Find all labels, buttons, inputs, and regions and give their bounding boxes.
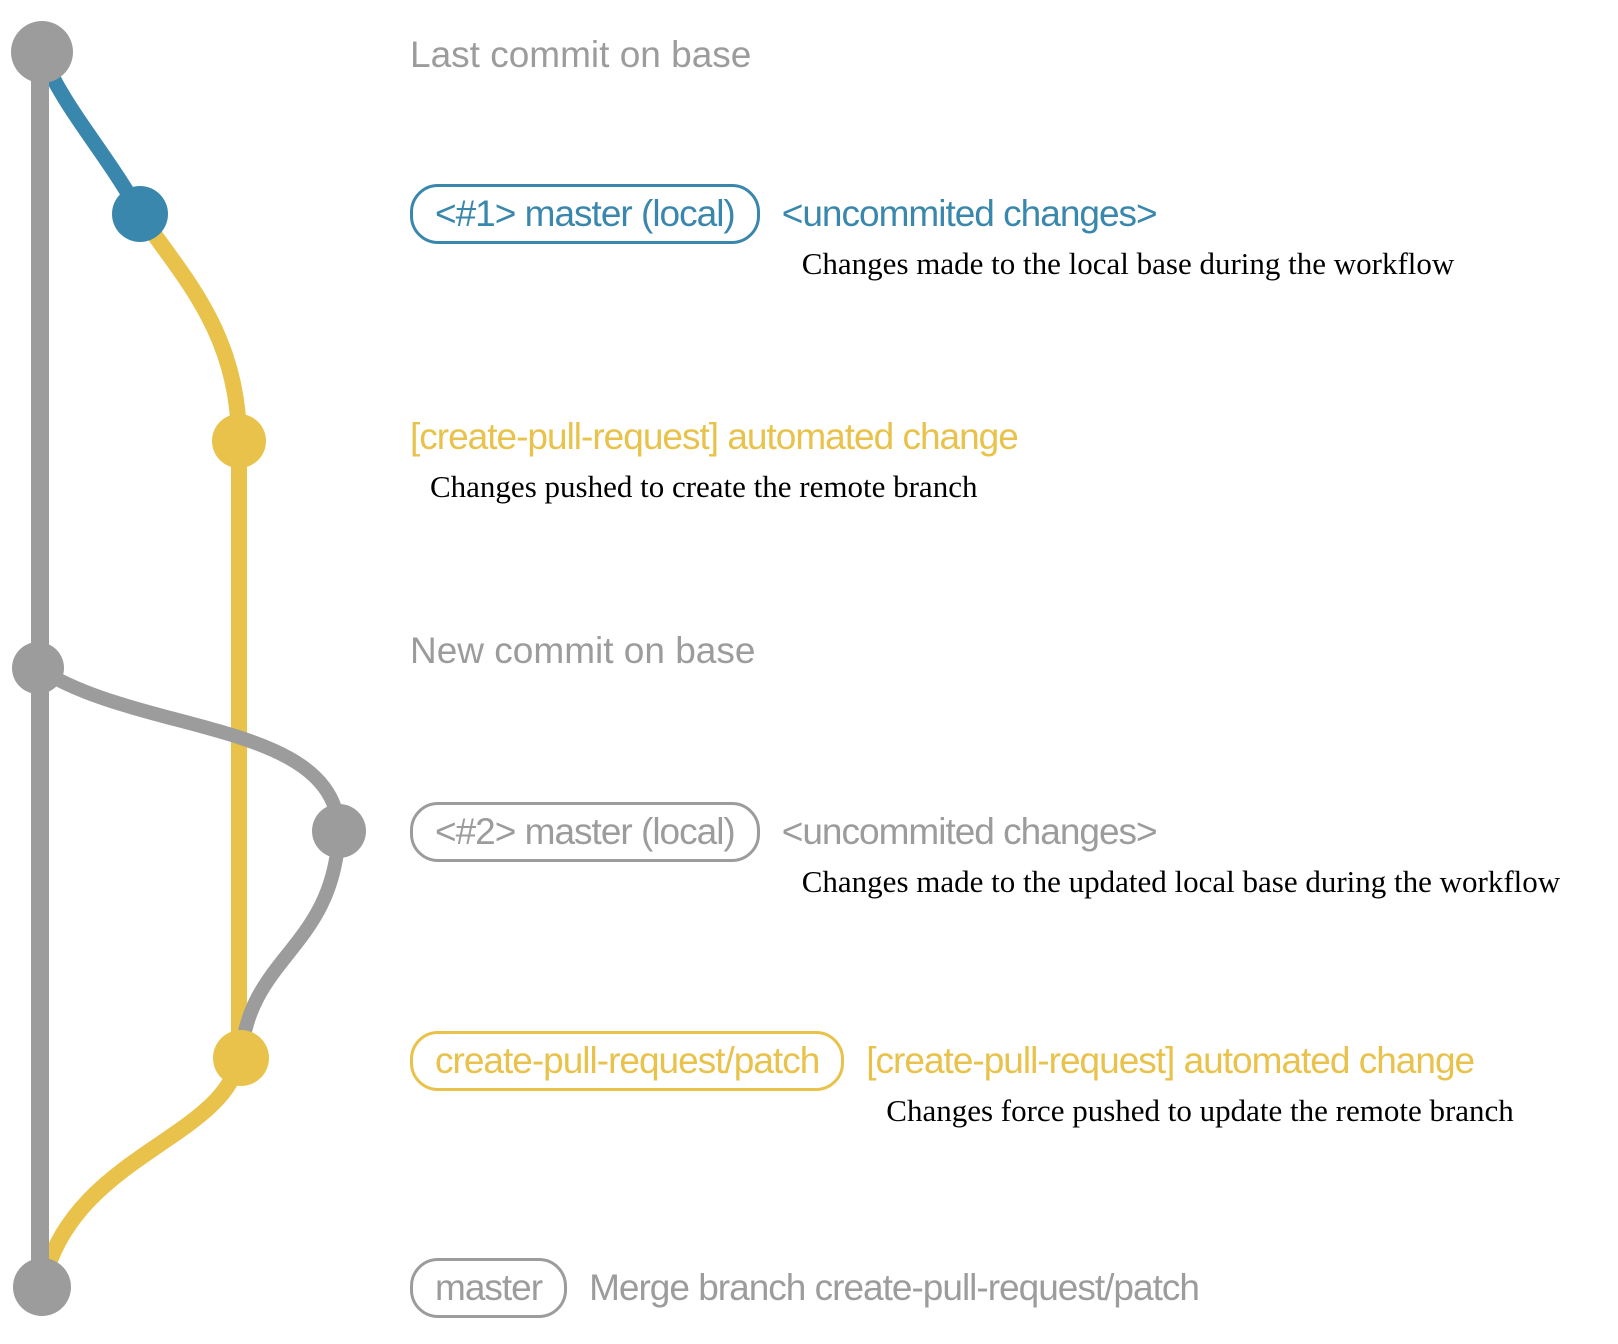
branch-badge-master: master: [410, 1258, 568, 1318]
step-local-commit-2: <#2> master (local) <uncommited changes>…: [410, 802, 1560, 900]
commit-message-automated-2: [create-pull-request] automated change: [866, 1040, 1475, 1081]
heading-last-commit-on-base: Last commit on base: [410, 34, 752, 75]
commit-node-merge: [13, 1258, 71, 1316]
commit-node-new-base: [12, 642, 64, 694]
branch-badge-master-local-1: <#1> master (local): [410, 184, 760, 244]
commit-description-2: Changes pushed to create the remote bran…: [430, 469, 978, 504]
commit-graph: [11, 21, 366, 1316]
commit-message-merge: Merge branch create-pull-request/patch: [589, 1267, 1200, 1308]
commit-description-1: Changes made to the local base during th…: [801, 246, 1455, 281]
step-merge-commit-text: Merge branch create-pull-request/patch: [589, 1258, 1200, 1318]
step-local-commit-1: <#1> master (local) <uncommited changes>…: [410, 184, 1454, 282]
commit-message-automated-1: [create-pull-request] automated change: [410, 416, 1019, 457]
commit-message-uncommited-2: <uncommited changes>: [781, 811, 1158, 852]
commit-node-local-1: [112, 186, 168, 242]
commit-description-3: Changes made to the updated local base d…: [801, 864, 1561, 899]
local-2-merge-curve: [234, 824, 346, 1065]
step-force-push-branch-text: [create-pull-request] automated change C…: [866, 1031, 1514, 1129]
step-force-push-branch: create-pull-request/patch [create-pull-r…: [410, 1031, 1514, 1129]
commit-node-local-2: [312, 804, 366, 858]
commit-description-4: Changes force pushed to update the remot…: [886, 1093, 1514, 1128]
step-push-create-branch: [create-pull-request] automated change C…: [410, 407, 1019, 505]
new-base-branch-curve: [31, 661, 346, 838]
branch-badge-create-pull-request-patch: create-pull-request/patch: [410, 1031, 845, 1091]
step-local-commit-2-text: <uncommited changes> Changes made to the…: [782, 802, 1560, 900]
branch-badge-master-local-2: <#2> master (local): [410, 802, 760, 862]
heading-new-commit-on-base: New commit on base: [410, 630, 756, 671]
commit-node-patch-1: [212, 414, 266, 468]
patch-branch-line: [34, 206, 247, 1295]
step-local-commit-1-text: <uncommited changes> Changes made to the…: [782, 184, 1455, 282]
commit-node-patch-2: [213, 1030, 269, 1086]
commit-node-last-base: [11, 21, 73, 83]
step-push-create-branch-text: [create-pull-request] automated change C…: [410, 407, 1019, 505]
commit-message-uncommited-1: <uncommited changes>: [781, 193, 1158, 234]
step-merge-commit: master Merge branch create-pull-request/…: [410, 1258, 1200, 1318]
